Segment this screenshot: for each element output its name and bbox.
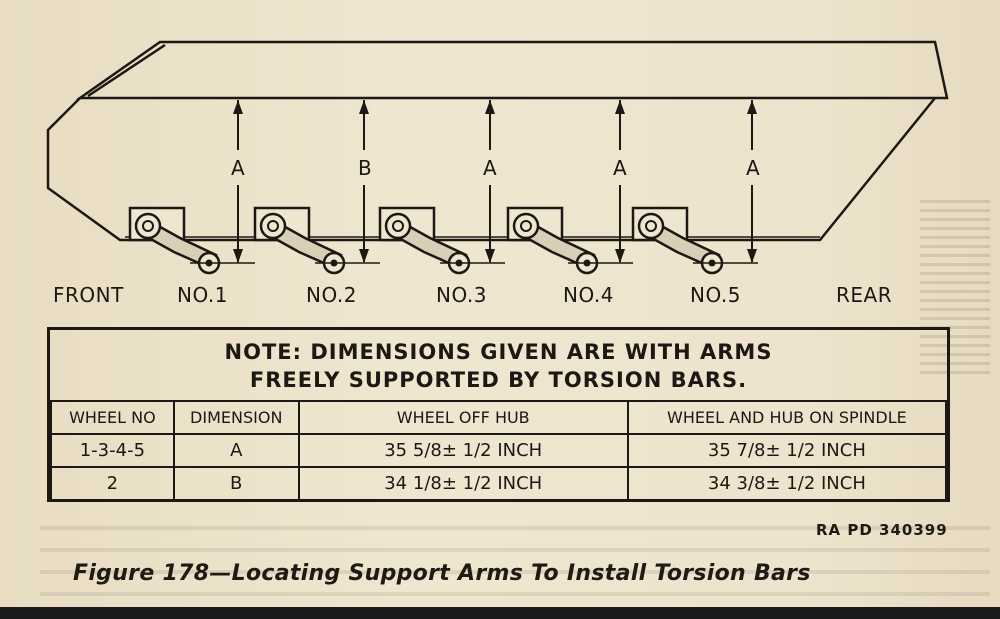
table-row: 2 B 34 1/8± 1/2 INCH 34 3/8± 1/2 INCH xyxy=(50,466,948,501)
cell-wheel-and-hub: 35 7/8± 1/2 INCH xyxy=(626,433,948,468)
bleed-through-text xyxy=(920,200,990,380)
header-wheel-and-hub: WHEEL AND HUB ON SPINDLE xyxy=(626,400,948,435)
reference-number: RA PD 340399 xyxy=(816,521,948,539)
suspension-unit xyxy=(631,206,758,275)
cell-dimension: A xyxy=(172,433,300,468)
dimension-letter-4: A xyxy=(613,156,628,180)
header-dimension: DIMENSION xyxy=(172,400,300,435)
front-label: FRONT xyxy=(53,283,124,307)
hull-outline xyxy=(46,40,949,242)
dimension-arrow xyxy=(615,100,625,263)
dimension-letter-1: A xyxy=(231,156,246,180)
note-line-2: FREELY SUPPORTED BY TORSION BARS. xyxy=(249,368,748,392)
wheel-label-4: NO.4 xyxy=(563,283,614,307)
dimension-table: WHEEL NO DIMENSION WHEEL OFF HUB WHEEL A… xyxy=(50,400,948,501)
wheel-label-1: NO.1 xyxy=(177,283,228,307)
cell-wheel-and-hub: 34 3/8± 1/2 INCH xyxy=(626,466,948,501)
header-wheel-no: WHEEL NO xyxy=(50,400,175,435)
rear-label: REAR xyxy=(836,283,893,307)
suspension-units xyxy=(128,206,758,275)
suspension-unit xyxy=(506,206,633,275)
cell-wheel-no: 1-3-4-5 xyxy=(50,433,175,468)
cell-wheel-off-hub: 34 1/8± 1/2 INCH xyxy=(297,466,629,501)
dimension-note-box: NOTE: DIMENSIONS GIVEN ARE WITH ARMS FRE… xyxy=(47,327,950,502)
dimension-arrow xyxy=(747,100,757,263)
suspension-unit xyxy=(378,206,505,275)
cell-wheel-no: 2 xyxy=(50,466,175,501)
dimension-arrow xyxy=(359,100,369,263)
cell-wheel-off-hub: 35 5/8± 1/2 INCH xyxy=(297,433,629,468)
dimension-arrow xyxy=(485,100,495,263)
hull-diagram xyxy=(46,40,949,275)
header-wheel-off-hub: WHEEL OFF HUB xyxy=(297,400,629,435)
suspension-unit xyxy=(253,206,380,275)
table-row: 1-3-4-5 A 35 5/8± 1/2 INCH 35 7/8± 1/2 I… xyxy=(50,433,948,468)
viewer-bottom-bar xyxy=(0,607,1000,619)
dimension-arrow xyxy=(233,100,243,263)
note-line-1: NOTE: DIMENSIONS GIVEN ARE WITH ARMS xyxy=(224,340,773,364)
dimension-arrows xyxy=(233,100,757,263)
table-header-row: WHEEL NO DIMENSION WHEEL OFF HUB WHEEL A… xyxy=(50,400,948,435)
bleed-through-lines xyxy=(40,526,990,596)
cell-dimension: B xyxy=(172,466,300,501)
figure-caption: Figure 178—Locating Support Arms To Inst… xyxy=(73,561,811,586)
dimension-letter-3: A xyxy=(483,156,498,180)
wheel-label-2: NO.2 xyxy=(306,283,357,307)
dimension-letter-2: B xyxy=(358,156,373,180)
dimension-letter-5: A xyxy=(746,156,761,180)
wheel-label-3: NO.3 xyxy=(436,283,487,307)
suspension-unit xyxy=(128,206,255,275)
wheel-label-5: NO.5 xyxy=(690,283,741,307)
